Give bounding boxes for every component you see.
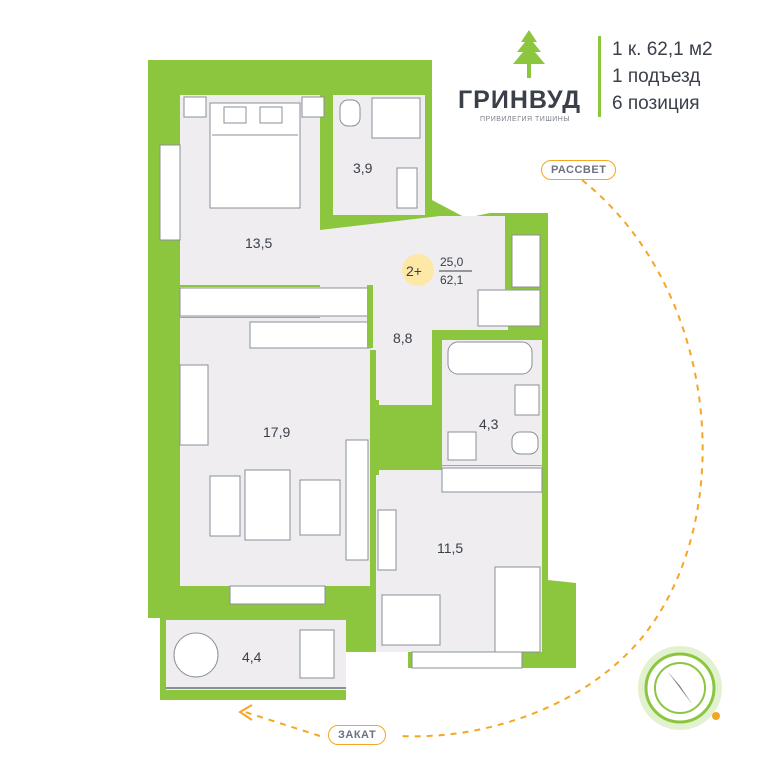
toilet bbox=[339, 99, 361, 127]
room2-area: 11,5 bbox=[437, 540, 463, 556]
apartment-info: 1 к. 62,1 м2 1 подъезд 6 позиция bbox=[598, 36, 713, 117]
bed bbox=[209, 102, 301, 209]
brand-slogan: ПРИВИЛЕГИЯ ТИШИНЫ bbox=[480, 116, 571, 123]
shoe-rack bbox=[511, 234, 541, 288]
compass-icon bbox=[638, 646, 722, 730]
balcony-area: 4,4 bbox=[242, 649, 262, 665]
sunset-tag: ЗАКАТ bbox=[328, 725, 387, 745]
summary-living-area: 25,0 bbox=[440, 255, 464, 269]
window-living bbox=[229, 585, 326, 605]
living-kitchen-room bbox=[180, 318, 370, 586]
bath2-area: 4,3 bbox=[479, 416, 499, 432]
bathroom-area: 3,9 bbox=[353, 160, 373, 176]
hall-area: 8,8 bbox=[393, 330, 413, 346]
sink-1 bbox=[396, 167, 418, 209]
hall-wardrobe bbox=[477, 289, 541, 327]
summary-badge-circle bbox=[402, 254, 434, 286]
sunrise-tag: РАССВЕТ bbox=[541, 160, 617, 180]
sofa bbox=[244, 469, 291, 541]
summary-total-area: 62,1 bbox=[440, 273, 464, 287]
partition-walls bbox=[327, 95, 511, 475]
living-kitchen-area: 17,9 bbox=[263, 424, 290, 440]
closet-2 bbox=[441, 467, 543, 493]
nightstand-left bbox=[183, 96, 207, 118]
sink-2 bbox=[514, 384, 540, 416]
arrow-left-icon bbox=[238, 704, 253, 721]
single-bed bbox=[494, 566, 541, 653]
summary-badge: 2+ bbox=[406, 263, 422, 279]
sun-icon bbox=[712, 712, 720, 720]
sun-path-arc-left bbox=[244, 711, 321, 737]
tv-stand bbox=[345, 439, 369, 561]
tree-icon bbox=[513, 30, 545, 78]
info-rooms-area: 1 к. 62,1 м2 bbox=[612, 39, 713, 60]
window-bedroom bbox=[159, 144, 181, 241]
window-room2 bbox=[411, 651, 523, 669]
info-entrance: 1 подъезд bbox=[612, 66, 701, 87]
kitchen-counter-side bbox=[179, 364, 209, 446]
shower bbox=[371, 97, 421, 139]
wardrobe-1 bbox=[179, 287, 371, 317]
coffee-table bbox=[299, 479, 341, 536]
sun-path-arc bbox=[399, 179, 704, 738]
balcony-rug bbox=[299, 629, 335, 679]
bedroom-area: 13,5 bbox=[245, 235, 272, 251]
balcony-table bbox=[173, 632, 219, 678]
dining-table bbox=[209, 475, 241, 537]
brand-name: ГРИНВУД bbox=[458, 86, 582, 114]
hall-room bbox=[320, 216, 508, 405]
info-position: 6 позиция bbox=[612, 93, 700, 114]
washing-machine bbox=[447, 431, 477, 461]
shelf bbox=[377, 509, 397, 571]
bathtub bbox=[447, 341, 533, 375]
toilet-2 bbox=[511, 431, 539, 455]
nightstand-right bbox=[301, 96, 325, 118]
kitchen-counter bbox=[249, 321, 371, 349]
desk bbox=[381, 594, 441, 646]
